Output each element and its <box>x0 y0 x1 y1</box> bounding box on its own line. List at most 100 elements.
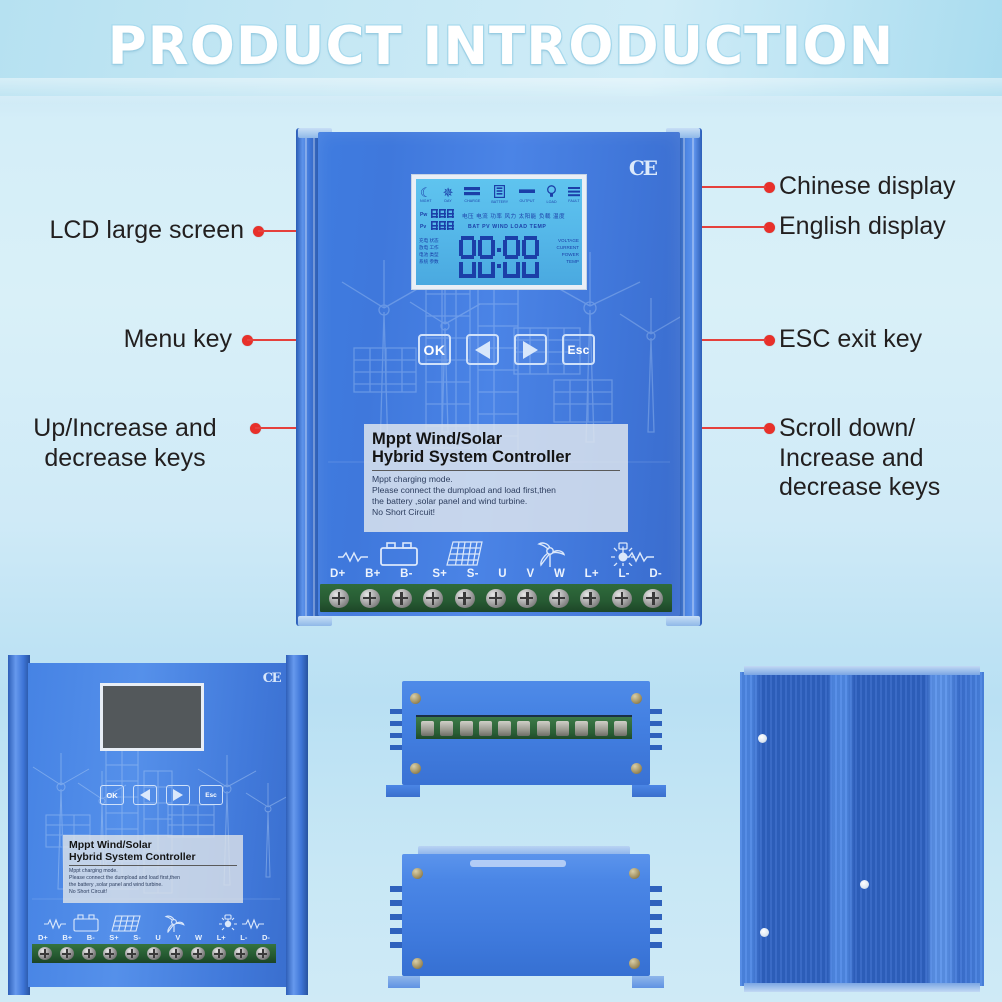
t1-terminal-screw[interactable] <box>168 947 183 960</box>
lcd-row2-label: Pv <box>420 224 427 230</box>
callout-dot-english <box>764 222 775 233</box>
left-arrow-button[interactable] <box>466 334 499 365</box>
banner-sheen <box>0 78 1002 104</box>
left-triangle-icon <box>475 340 490 359</box>
t3-fin <box>648 914 662 920</box>
terminal-label: L- <box>618 568 630 580</box>
lamp-icon <box>610 542 636 571</box>
terminal-icon-row <box>336 540 656 568</box>
t2-fin <box>390 733 404 738</box>
t2-mounting-foot-left <box>386 785 420 797</box>
annotation-english-display: English display <box>779 212 946 240</box>
t3-fin <box>648 900 662 906</box>
lcd-main-value <box>456 233 542 281</box>
lcd-screen: ☾NIGHT ✵DAY CHARGE BATTERY OUTPUT <box>411 174 587 290</box>
t2-terminal-plug[interactable] <box>536 720 550 736</box>
t1-terminal-label: D+ <box>38 933 48 942</box>
t2-fin <box>648 745 662 750</box>
t2-terminal-plug[interactable] <box>555 720 569 736</box>
ok-button[interactable]: OK <box>418 334 451 365</box>
t2-terminal-plug[interactable] <box>517 720 531 736</box>
terminal-screw[interactable] <box>360 588 381 608</box>
plate-divider <box>372 469 620 471</box>
t1-terminal-icon-row <box>44 914 264 933</box>
t4-mounting-hole <box>860 880 869 889</box>
terminal-label: L+ <box>584 568 599 580</box>
terminal-screw[interactable] <box>391 588 412 608</box>
lcd-chinese-row: 电压 电流 功率 风力 太阳能 负载 温度 <box>462 214 565 220</box>
t1-right-arrow-button[interactable] <box>166 785 190 805</box>
t3-corner-screw <box>629 868 640 879</box>
terminal-screw[interactable] <box>611 588 632 608</box>
t4-mounting-hole <box>758 734 767 743</box>
t2-terminal-plug[interactable] <box>575 720 589 736</box>
annotation-up-decrease-keys: Up/Increase and decrease keys <box>33 414 217 472</box>
device-top-cap-left <box>298 128 332 138</box>
t2-terminal-plug[interactable] <box>478 720 492 736</box>
t1-terminal-screw[interactable] <box>234 947 249 960</box>
device-left-rail <box>296 128 322 626</box>
t1-plate-divider <box>69 865 237 867</box>
t1-terminal-screw[interactable] <box>103 947 118 960</box>
resistor-icon <box>338 550 368 568</box>
annotation-chinese-display: Chinese display <box>779 172 956 200</box>
terminal-label: S+ <box>432 568 448 580</box>
t3-highlight <box>470 860 566 867</box>
t3-fin <box>390 942 404 948</box>
terminal-label: S- <box>466 568 479 580</box>
t1-ok-button[interactable]: OK <box>100 785 124 805</box>
solar-panel-icon <box>446 541 484 572</box>
lcd-row1-label: Pw <box>420 212 428 218</box>
terminal-screw[interactable] <box>517 588 538 608</box>
terminal-screw[interactable] <box>548 588 569 608</box>
lcd-left-legend: 充电 状态 放电 工作 电池 类型 系统 参数 <box>419 238 439 265</box>
t1-ce-mark-icon: CE <box>262 671 282 686</box>
terminal-screw[interactable] <box>423 588 444 608</box>
t2-fin <box>648 733 662 738</box>
t1-terminal-screw[interactable] <box>146 947 161 960</box>
t2-terminal-plug[interactable] <box>440 720 454 736</box>
t1-terminal-label: U <box>155 933 161 942</box>
terminal-screw[interactable] <box>580 588 601 608</box>
terminal-screw[interactable] <box>485 588 506 608</box>
t2-corner-screw <box>631 763 642 774</box>
lcd-row2-digits <box>431 221 454 230</box>
bulb-icon: LOAD <box>546 185 557 205</box>
t2-terminal-plug[interactable] <box>498 720 512 736</box>
esc-button[interactable]: Esc <box>562 334 595 365</box>
t3-enclosure <box>402 854 650 976</box>
terminal-label: D- <box>649 568 662 580</box>
terminal-screw[interactable] <box>643 588 664 608</box>
t3-fin <box>390 886 404 892</box>
t1-terminal-screw[interactable] <box>190 947 205 960</box>
t2-terminal-plug[interactable] <box>421 720 435 736</box>
right-arrow-button[interactable] <box>514 334 547 365</box>
terminal-label: U <box>498 568 507 580</box>
terminal-block <box>320 584 672 612</box>
t1-terminal-screw[interactable] <box>59 947 74 960</box>
t1-terminal-screw[interactable] <box>125 947 140 960</box>
product-instructions: Mppt charging mode. Please connect the d… <box>372 473 556 518</box>
t1-terminal-label: V <box>175 933 181 942</box>
terminal-screw[interactable] <box>328 588 349 608</box>
terminal-screw[interactable] <box>454 588 475 608</box>
t2-corner-screw <box>410 763 421 774</box>
t2-terminal-plug[interactable] <box>613 720 627 736</box>
main-product-image: CE ☾NIGHT ✵DAY CHARGE BATTERY <box>296 128 702 626</box>
t1-esc-button[interactable]: Esc <box>199 785 223 805</box>
t1-terminal-screw[interactable] <box>37 947 52 960</box>
t2-fin <box>390 745 404 750</box>
t1-terminal-screw[interactable] <box>256 947 271 960</box>
lcd-english-row: BAT PV WIND LOAD TEMP <box>468 224 547 230</box>
t1-terminal-label: S+ <box>109 933 119 942</box>
t2-terminal-plug[interactable] <box>459 720 473 736</box>
annotation-esc-exit-key: ESC exit key <box>779 325 923 353</box>
t1-terminal-screw[interactable] <box>212 947 227 960</box>
t2-terminal-plug[interactable] <box>594 720 608 736</box>
lcd-digit-4 <box>522 236 539 278</box>
t1-terminal-label: B- <box>86 933 95 942</box>
t3-corner-screw <box>412 958 423 969</box>
t1-right-triangle-icon <box>173 789 183 801</box>
t1-left-arrow-button[interactable] <box>133 785 157 805</box>
t1-terminal-screw[interactable] <box>81 947 96 960</box>
